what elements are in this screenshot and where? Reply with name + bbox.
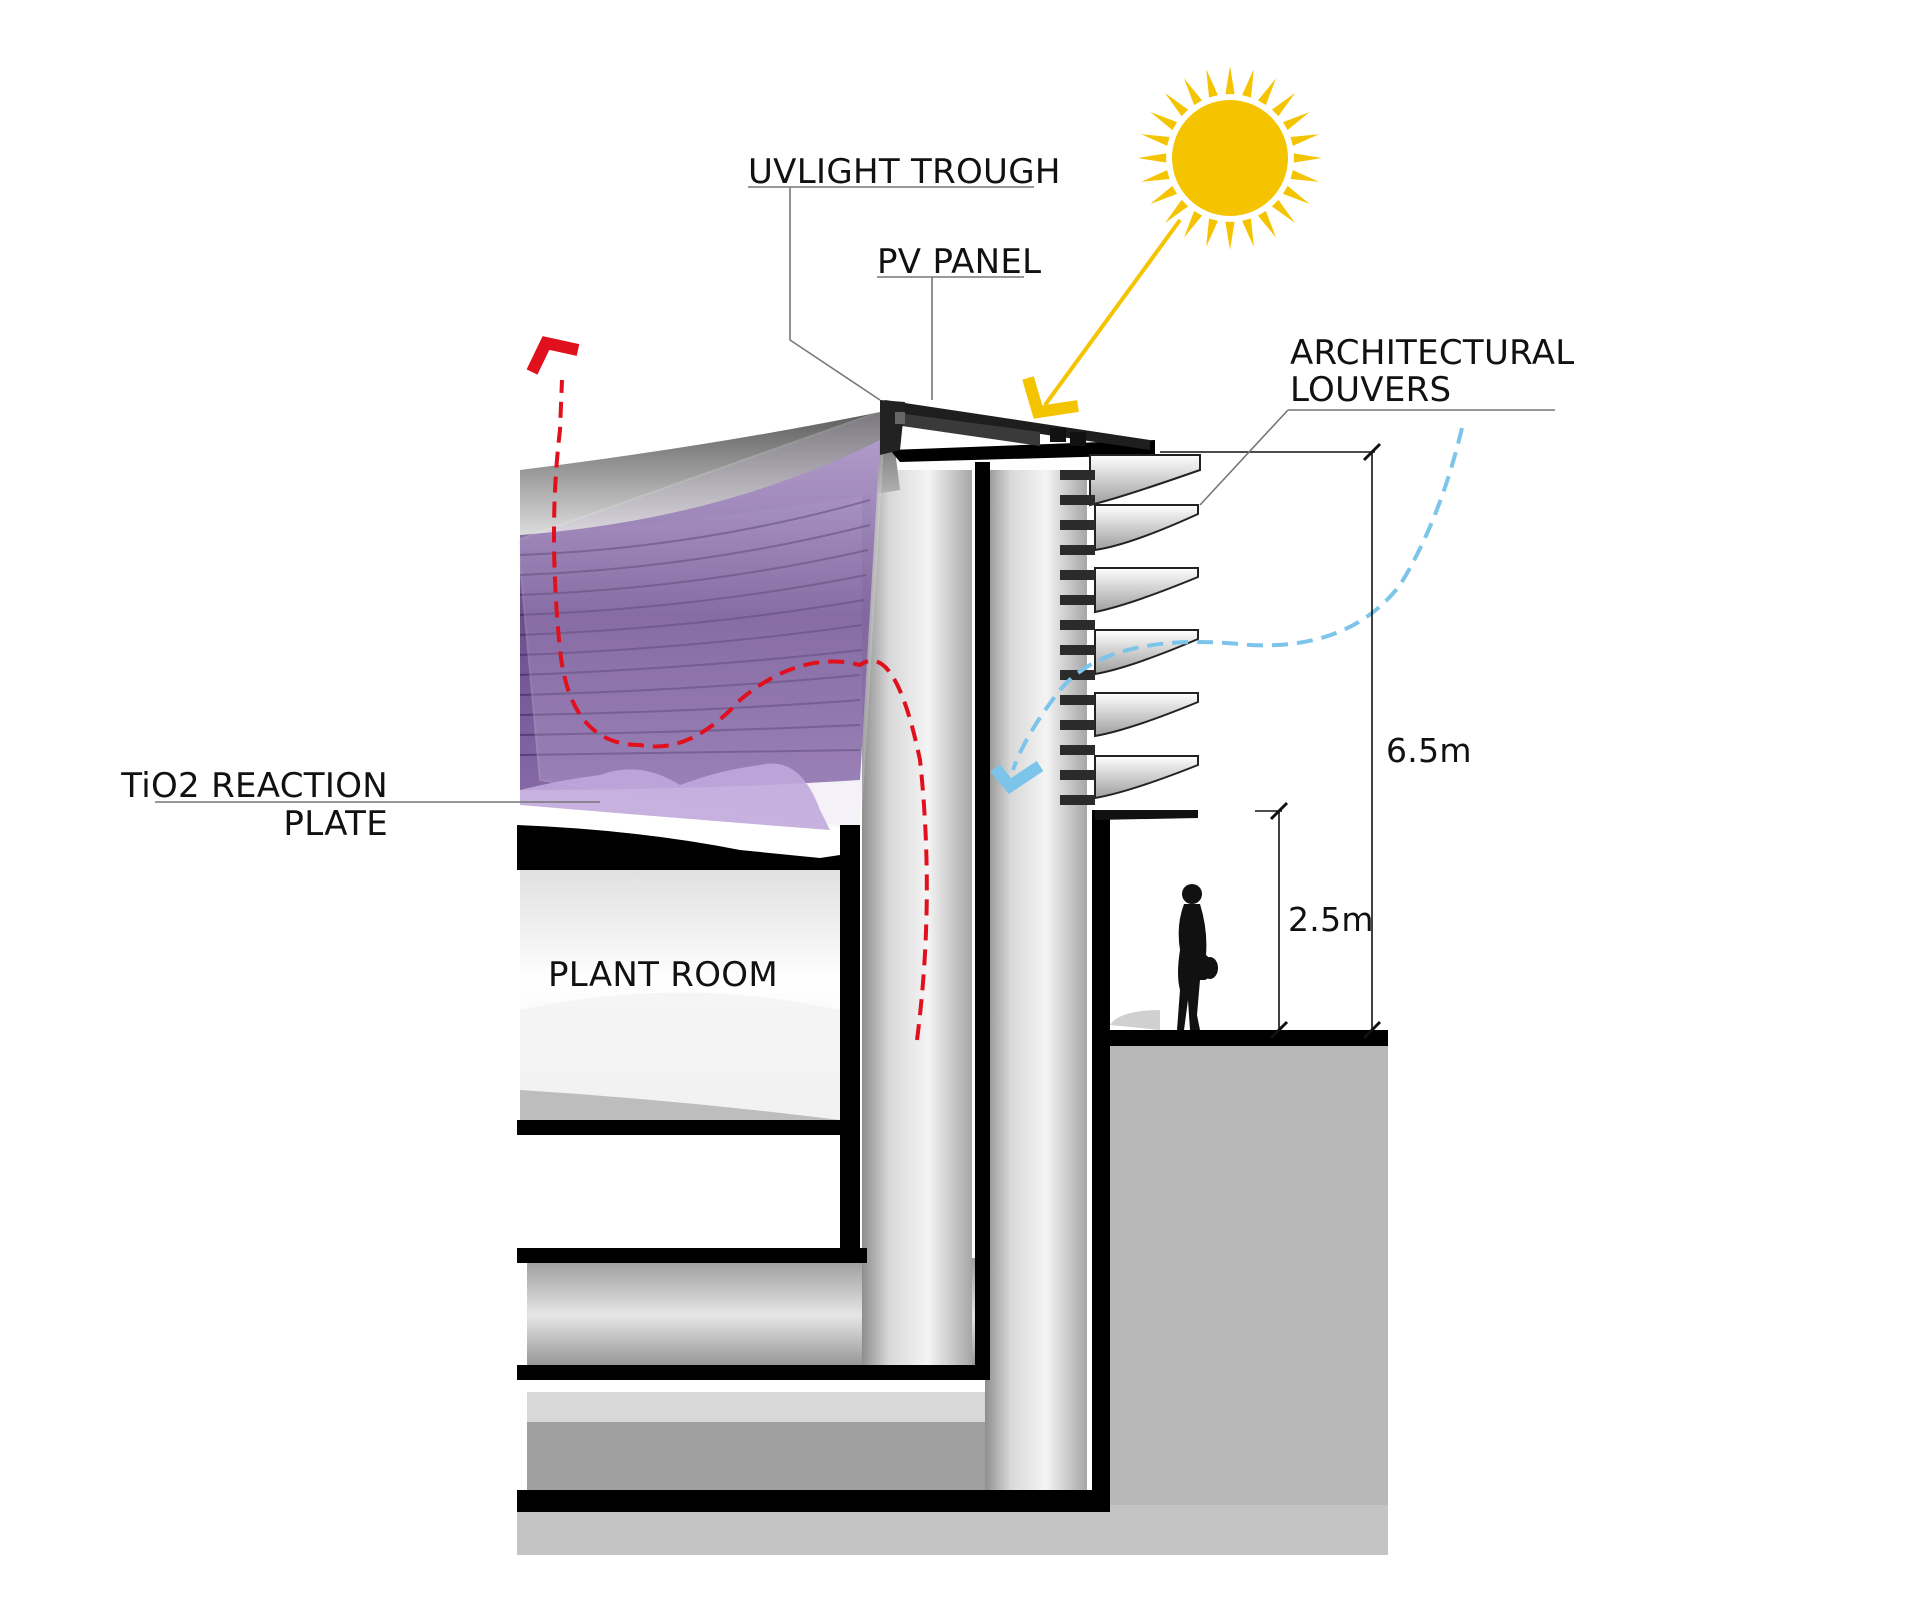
plant-room-right-wall	[840, 825, 860, 1263]
inner-shaft-fill	[862, 470, 972, 1375]
person-silhouette-icon	[1177, 884, 1218, 1030]
leader-pv-panel	[877, 276, 1024, 400]
sun-ray	[1164, 199, 1189, 224]
sun-ray	[1225, 221, 1235, 250]
sun-ray	[1271, 199, 1296, 224]
sun-ray	[1293, 153, 1322, 163]
tio2-reaction-plate	[520, 763, 830, 830]
label-uvlight-trough: UVLIGHT TROUGH	[748, 152, 1061, 192]
label-tio2-line1: TiO2 REACTION	[120, 766, 388, 806]
label-louvers-line2: LOUVERS	[1290, 370, 1451, 410]
sun-ray	[1257, 78, 1276, 106]
ground-mass	[1108, 1042, 1388, 1555]
sun-ray	[1225, 66, 1235, 95]
leader-uvlight-trough	[748, 186, 1034, 401]
sun-ray	[1282, 112, 1310, 131]
exhaust-air-path	[526, 336, 929, 1041]
foundation-base	[517, 1505, 1388, 1555]
dimension-6-5m	[1160, 442, 1382, 1040]
sun-ray	[1141, 134, 1170, 146]
fresh-air-path	[990, 427, 1464, 794]
label-person-height: 2.5m	[1288, 900, 1374, 939]
sun-ray	[1290, 134, 1319, 146]
sun-ray	[1257, 210, 1276, 238]
plant-room-floor-curve	[520, 1090, 840, 1125]
sun-ray	[1242, 218, 1254, 247]
plant-room-roof-slab	[517, 825, 840, 870]
sun-ray	[1271, 92, 1296, 117]
sun-ray	[1138, 153, 1167, 163]
label-overall-height: 6.5m	[1386, 731, 1472, 770]
pv-panel	[885, 400, 1150, 450]
sun-ray-arrow	[1022, 218, 1182, 419]
plant-room-floor-slab	[517, 1120, 840, 1135]
label-plant-room: PLANT ROOM	[548, 955, 778, 995]
sun-ray	[1206, 69, 1218, 98]
sun-ray	[1282, 185, 1310, 204]
sun-ray	[1150, 185, 1178, 204]
plant-room-vault	[520, 992, 840, 1120]
sun-ray	[1184, 78, 1203, 106]
label-tio2-line2: PLATE	[283, 804, 388, 844]
sun-ray	[1242, 69, 1254, 98]
label-pv-panel: PV PANEL	[877, 242, 1041, 282]
louver-slats-interior	[519, 499, 871, 756]
sun-ray	[1141, 170, 1170, 182]
leader-louvers	[1199, 409, 1555, 506]
sun-ray	[1206, 218, 1218, 247]
reaction-chamber	[520, 440, 880, 790]
sun-icon	[1138, 66, 1322, 250]
sun-ray	[1184, 210, 1203, 238]
lower-room-fill	[520, 1140, 840, 1250]
lower-room-floor-slab	[517, 1248, 867, 1263]
label-louvers-line1: ARCHITECTURAL	[1290, 333, 1575, 373]
roof-cap-slab	[890, 440, 1155, 462]
uvlight-trough	[880, 400, 905, 455]
sun-ray	[1290, 170, 1319, 182]
sun-ray	[1164, 92, 1189, 117]
walkway-slab	[1108, 1030, 1388, 1046]
sun-ray	[1150, 112, 1178, 131]
outer-shaft-fill	[985, 470, 1087, 1500]
dimension-2-5m	[1255, 801, 1289, 1040]
